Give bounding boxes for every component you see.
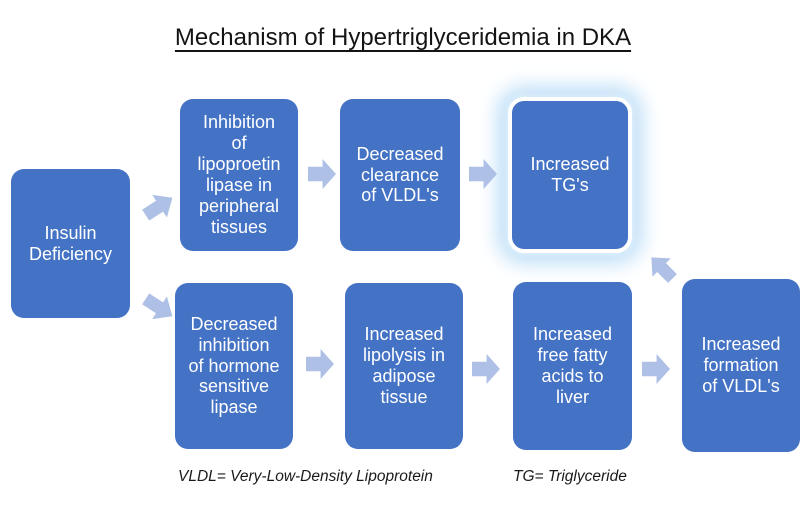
node-decreased-clearance-vldl: Decreased clearance of VLDL's xyxy=(340,99,460,251)
insulin-to-inhibition-arrow-icon xyxy=(138,186,180,226)
clearance-to-tgs-arrow-icon xyxy=(469,159,497,189)
node-label: Decreased inhibition of hormone sensitiv… xyxy=(188,313,280,418)
node-label: Insulin Deficiency xyxy=(28,222,113,264)
hsl-to-lipolysis-arrow-icon xyxy=(306,349,334,379)
node-increased-tgs-highlighted: Increased TG's xyxy=(508,97,632,253)
node-increased-free-fatty-acids: Increased free fatty acids to liver xyxy=(513,282,632,450)
node-label: Increased formation of VLDL's xyxy=(701,334,781,396)
footnote-vldl: VLDL= Very-Low-Density Lipoprotein xyxy=(178,468,433,485)
ffa-to-vldl-formation-arrow-icon xyxy=(642,354,670,384)
node-increased-lipolysis: Increased lipolysis in adipose tissue xyxy=(345,283,463,449)
footnote-tg: TG= Triglyceride xyxy=(513,468,627,485)
vldl-formation-to-tgs-arrow-icon xyxy=(642,248,682,288)
node-insulin-deficiency: Insulin Deficiency xyxy=(11,169,130,318)
lipolysis-to-ffa-arrow-icon xyxy=(472,354,500,384)
node-label: Decreased clearance of VLDL's xyxy=(356,143,444,206)
node-label: Increased free fatty acids to liver xyxy=(532,324,613,407)
node-increased-vldl-formation: Increased formation of VLDL's xyxy=(682,279,800,452)
diagram-title: Mechanism of Hypertriglyceridemia in DKA xyxy=(174,24,632,51)
insulin-to-decreased-inhibition-arrow-icon xyxy=(138,287,180,327)
node-label: Increased TG's xyxy=(530,154,610,195)
inhibition-to-clearance-arrow-icon xyxy=(308,159,336,189)
node-decreased-inhibition-hsl: Decreased inhibition of hormone sensitiv… xyxy=(175,283,293,449)
node-label: Increased lipolysis in adipose tissue xyxy=(362,324,446,407)
node-inhibition-lipoprotein-lipase: Inhibition of lipoproetin lipase in peri… xyxy=(180,99,298,251)
node-label: Inhibition of lipoproetin lipase in peri… xyxy=(197,112,281,237)
